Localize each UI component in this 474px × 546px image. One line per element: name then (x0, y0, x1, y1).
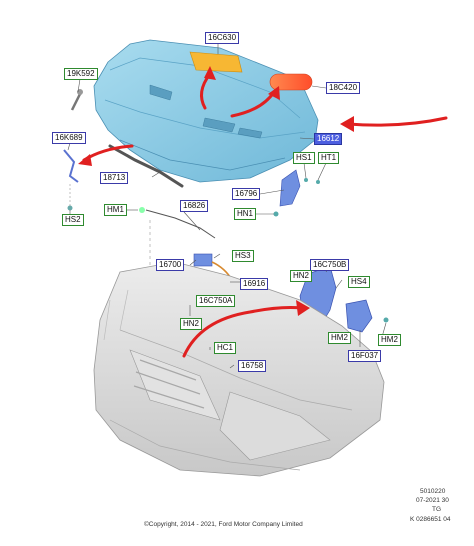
reference-code-2: 07-2021 30 (416, 497, 449, 504)
hood-panel (93, 39, 319, 183)
label-16700: 16700 (156, 259, 185, 271)
label-HS3: HS3 (232, 250, 254, 262)
label-16C750B: 16C750B (310, 259, 350, 271)
label-18C420: 18C420 (326, 82, 361, 94)
label-HS1: HS1 (293, 152, 315, 164)
label-16826: 16826 (180, 200, 209, 212)
label-16C750A: 16C750A (196, 295, 236, 307)
red-arrowheads (78, 66, 354, 316)
label-HM1: HM1 (104, 204, 127, 216)
label-16758: 16758 (238, 360, 267, 372)
reference-code-1: 5010220 (420, 488, 446, 495)
label-16K689: 16K689 (52, 132, 86, 144)
label-16F037: 16F037 (348, 350, 382, 362)
label-16C630: 16C630 (205, 32, 240, 44)
label-16796: 16796 (232, 188, 261, 200)
hinge-part-right (273, 169, 320, 217)
copyright-notice: ©Copyright, 2014 - 2021, Ford Motor Comp… (144, 521, 303, 528)
label-HN2-top: HN2 (290, 270, 313, 282)
label-HT1: HT1 (318, 152, 340, 164)
label-HC1: HC1 (214, 342, 237, 354)
label-HS4: HS4 (348, 276, 370, 288)
label-HM2-right: HM2 (378, 334, 401, 346)
reference-code-3: TG (432, 506, 442, 513)
label-18713: 18713 (100, 172, 129, 184)
label-16612: 16612 (314, 133, 343, 145)
label-19K592: 19K592 (64, 68, 98, 80)
reference-code-4: K 0286651 04 (410, 516, 451, 523)
hood-prop-part (70, 89, 83, 111)
label-HS2: HS2 (62, 214, 84, 226)
label-HN2-bottom: HN2 (180, 318, 203, 330)
hinge-part-left (63, 149, 79, 211)
insulator-pad-red (269, 73, 313, 91)
hood-seal-strip (108, 144, 184, 188)
insulator-pad-yellow (189, 51, 243, 73)
label-HM2-left: HM2 (328, 332, 351, 344)
label-HN1: HN1 (234, 208, 257, 220)
label-16916: 16916 (240, 278, 269, 290)
